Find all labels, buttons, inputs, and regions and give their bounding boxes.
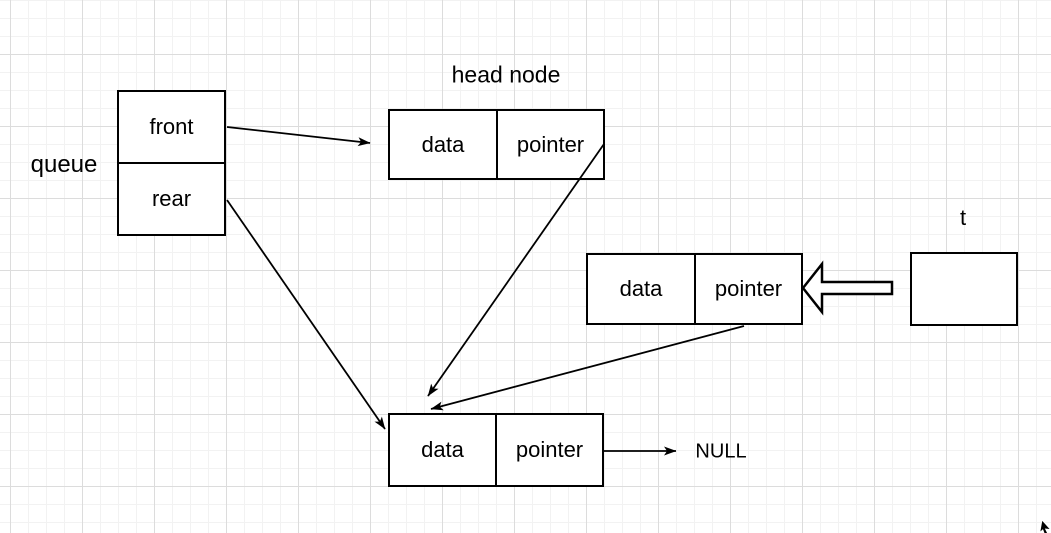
arrow-head-pointer-to-tail-node[interactable] bbox=[427, 143, 605, 397]
head-node-label[interactable]: head node bbox=[451, 61, 561, 88]
new-node-pointer-cell: pointer bbox=[714, 276, 783, 301]
tail-node-pointer-cell: pointer bbox=[515, 437, 584, 462]
queue-front-cell: front bbox=[119, 92, 224, 164]
queue-box[interactable]: front rear bbox=[117, 90, 226, 236]
new-node-data-cell: data bbox=[588, 255, 696, 323]
arrow-rear-to-tail-node[interactable] bbox=[226, 199, 386, 430]
arrow-front-to-head-node[interactable] bbox=[226, 126, 371, 147]
head-node-pointer-cell: pointer bbox=[516, 131, 585, 157]
null-label[interactable]: NULL bbox=[695, 440, 747, 463]
t-box[interactable] bbox=[910, 252, 1018, 326]
tail-node-data-cell: data bbox=[390, 415, 497, 485]
arrow-new-pointer-to-tail-node[interactable] bbox=[430, 325, 745, 411]
mouse-cursor-icon bbox=[1039, 519, 1051, 533]
queue-rear-cell: rear bbox=[151, 186, 192, 211]
new-node-box[interactable]: data pointer bbox=[586, 253, 803, 325]
head-node-data-cell: data bbox=[390, 111, 498, 178]
t-label[interactable]: t bbox=[959, 205, 967, 230]
queue-label[interactable]: queue bbox=[30, 151, 98, 178]
hollow-left-block-arrow-icon[interactable] bbox=[801, 260, 894, 316]
tail-node-box[interactable]: data pointer bbox=[388, 413, 604, 487]
head-node-box[interactable]: data pointer bbox=[388, 109, 605, 180]
